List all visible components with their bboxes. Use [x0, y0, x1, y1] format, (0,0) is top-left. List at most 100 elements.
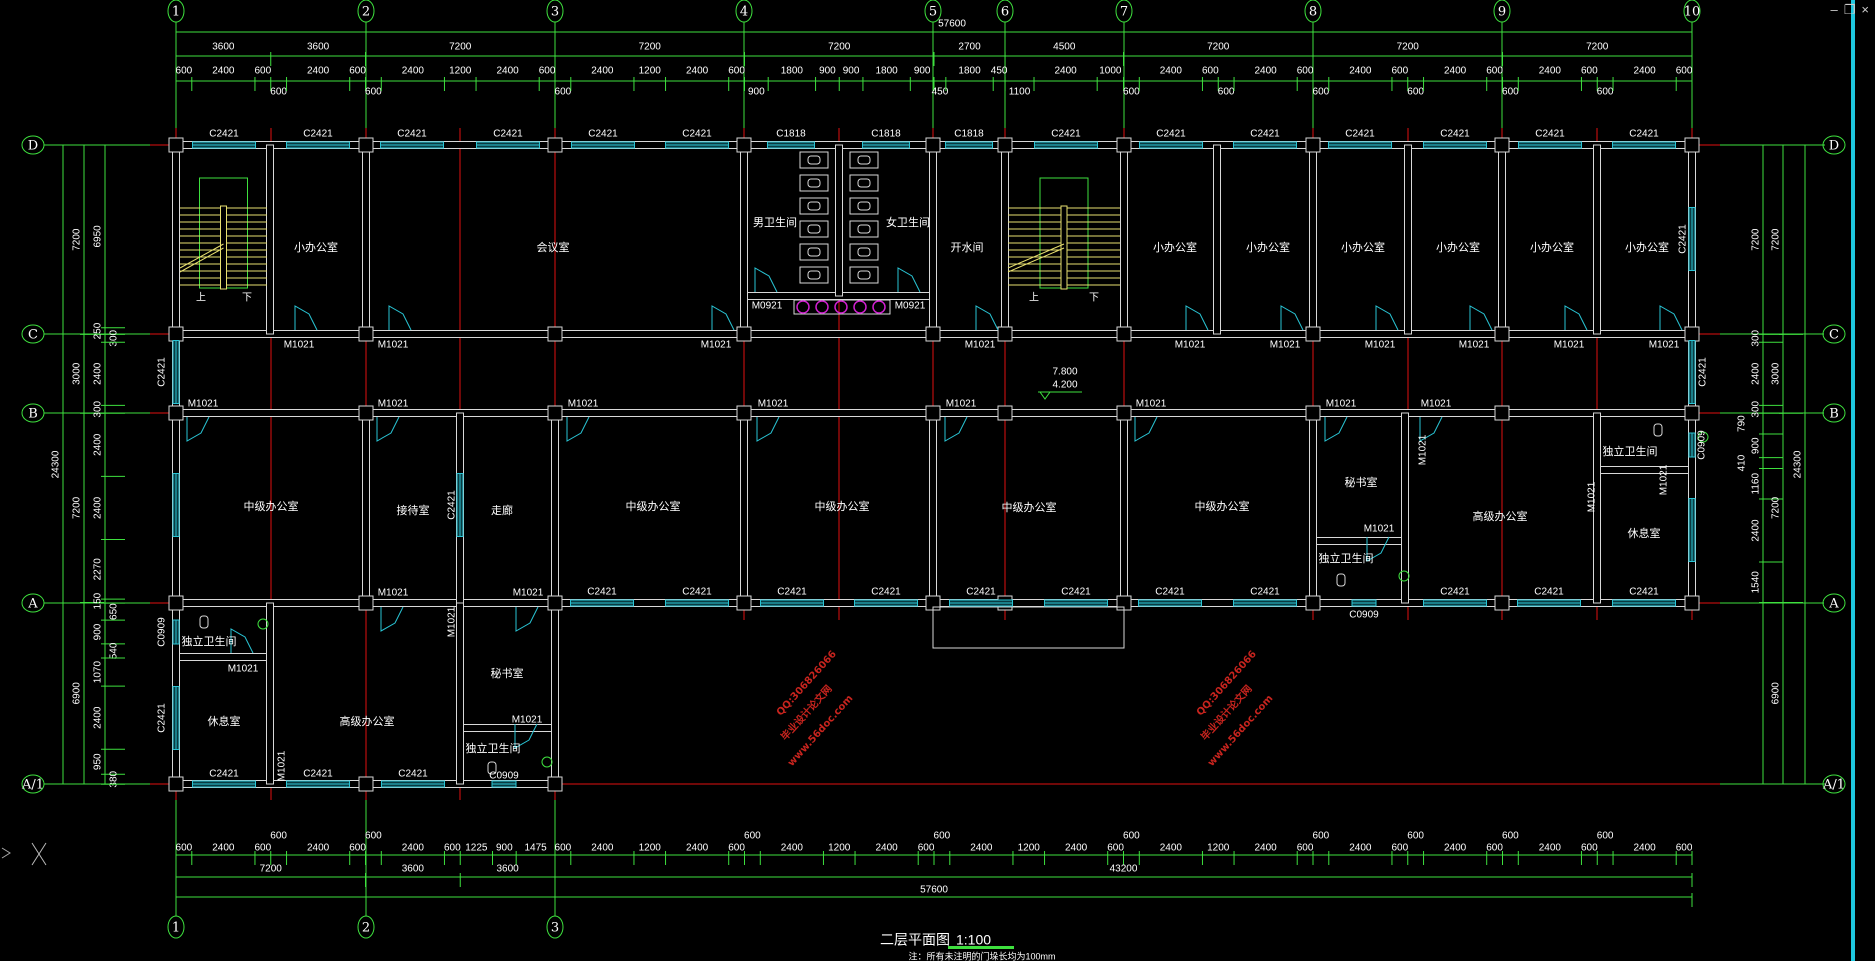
dimension-text: 900 [748, 87, 765, 98]
dimension-text: 3600 [497, 864, 520, 875]
dimension-text: 900 [93, 623, 104, 640]
dimension-text: 1540 [1751, 571, 1762, 594]
opening-tag: M1021 [447, 606, 458, 637]
opening-tag: M1021 [1659, 464, 1670, 495]
dimension-text: 1800 [781, 66, 804, 77]
door-swing [1324, 416, 1348, 442]
opening-tag: C2421 [1155, 587, 1185, 598]
structural-column [168, 595, 184, 611]
minimize-icon[interactable]: – [1830, 2, 1838, 17]
dimension-text: 1070 [93, 661, 104, 684]
room-label: 中级办公室 [244, 499, 299, 513]
axis-label-bottom: 1 [172, 921, 180, 936]
dimension-text: 7200 [72, 496, 83, 519]
dimension-text: 2400 [1160, 66, 1183, 77]
door-swing [944, 416, 968, 442]
dimension-text: 600 [1392, 843, 1409, 854]
structural-column [1116, 326, 1132, 342]
axis-label-left: B [28, 407, 38, 422]
dimension-text: 300 [1751, 329, 1762, 346]
dimension-text: 600 [539, 66, 556, 77]
door-swing [388, 305, 412, 331]
window-tag: C2421 [1629, 129, 1659, 140]
dimension-text: 600 [444, 843, 461, 854]
floor-drain-icon [257, 618, 269, 630]
toilet-stall [799, 243, 829, 261]
dimension-text: 7200 [1771, 228, 1782, 251]
room-label: 会议室 [537, 240, 570, 254]
stair-down-label: 下 [242, 293, 252, 304]
floor-drain-icon [1398, 570, 1410, 582]
door-tag: M1021 [1175, 340, 1206, 351]
structural-column [168, 326, 184, 342]
axis-bubble [1822, 403, 1846, 423]
dimension-text: 600 [1407, 831, 1424, 842]
dimension-text: 600 [1313, 831, 1330, 842]
room-label: 休息室 [208, 714, 241, 728]
dimension-text: 2400 [1255, 843, 1278, 854]
dimension-text: 900 [843, 66, 860, 77]
axis-label-left: C [28, 328, 38, 343]
restore-icon[interactable]: ❐ [1843, 2, 1856, 17]
dimension-text: 600 [1581, 843, 1598, 854]
room-label: 小办公室 [1153, 240, 1197, 254]
door-swing [230, 628, 254, 654]
door-tag: M1021 [188, 399, 219, 410]
door-tag: M1021 [284, 340, 315, 351]
door-swing [1659, 305, 1683, 331]
axis-bubble [21, 324, 45, 344]
opening-tag: C2421 [777, 587, 807, 598]
wall [175, 653, 271, 661]
toilet-icon [807, 201, 821, 211]
dimension-text: 600 [1407, 87, 1424, 98]
window-tag: C1818 [954, 129, 984, 140]
wall [835, 144, 843, 297]
dimension-text: 790 [1737, 415, 1748, 432]
wall [1404, 144, 1412, 335]
axis-bubble [21, 135, 45, 155]
door-swing [711, 305, 735, 331]
dimension-text: 600 [255, 843, 272, 854]
opening-tag: M1021 [1418, 434, 1429, 465]
opening-tag: C2421 [157, 703, 168, 733]
dimension-text: 57600 [920, 885, 948, 896]
dimension-text: 2400 [1349, 843, 1372, 854]
dimension-text: 24300 [51, 450, 62, 478]
stair-break-line [1007, 247, 1065, 273]
structural-column [1684, 595, 1700, 611]
axis-label-bottom: 3 [551, 921, 559, 936]
dimension-text: 1200 [1018, 843, 1041, 854]
structural-column [1116, 405, 1132, 421]
opening-tag: C2421 [871, 587, 901, 598]
window-tag: C2421 [303, 129, 333, 140]
door-swing [897, 267, 921, 293]
wall [1312, 537, 1406, 545]
door-tag: M0921 [752, 301, 783, 312]
wall [740, 144, 748, 335]
toilet-stall [849, 266, 879, 284]
axis-bubble [357, 0, 375, 23]
dimension-text: 7200 [1751, 228, 1762, 251]
room-label: 独立卫生间 [182, 634, 237, 648]
dimension-text: 650 [109, 603, 120, 620]
dimension-text: 1200 [639, 843, 662, 854]
door-swing [1375, 305, 1399, 331]
close-icon[interactable]: × [1861, 2, 1869, 17]
structural-column [547, 776, 563, 792]
window-tag: C2421 [1051, 129, 1081, 140]
axis-bubble [735, 0, 753, 23]
window-tag: C2421 [1535, 129, 1565, 140]
wall [1593, 412, 1601, 604]
drawing-title: 二层平面图 [880, 932, 950, 948]
dimension-text: 1225 [465, 843, 488, 854]
axis-bubble [357, 915, 375, 939]
room-label: 高级办公室 [340, 714, 395, 728]
dimension-text: 410 [1737, 454, 1748, 471]
dimension-text: 2400 [686, 66, 709, 77]
window-tag: C2421 [1250, 129, 1280, 140]
windows [172, 141, 1696, 788]
toilet-stall [799, 151, 829, 169]
wall [456, 602, 464, 785]
